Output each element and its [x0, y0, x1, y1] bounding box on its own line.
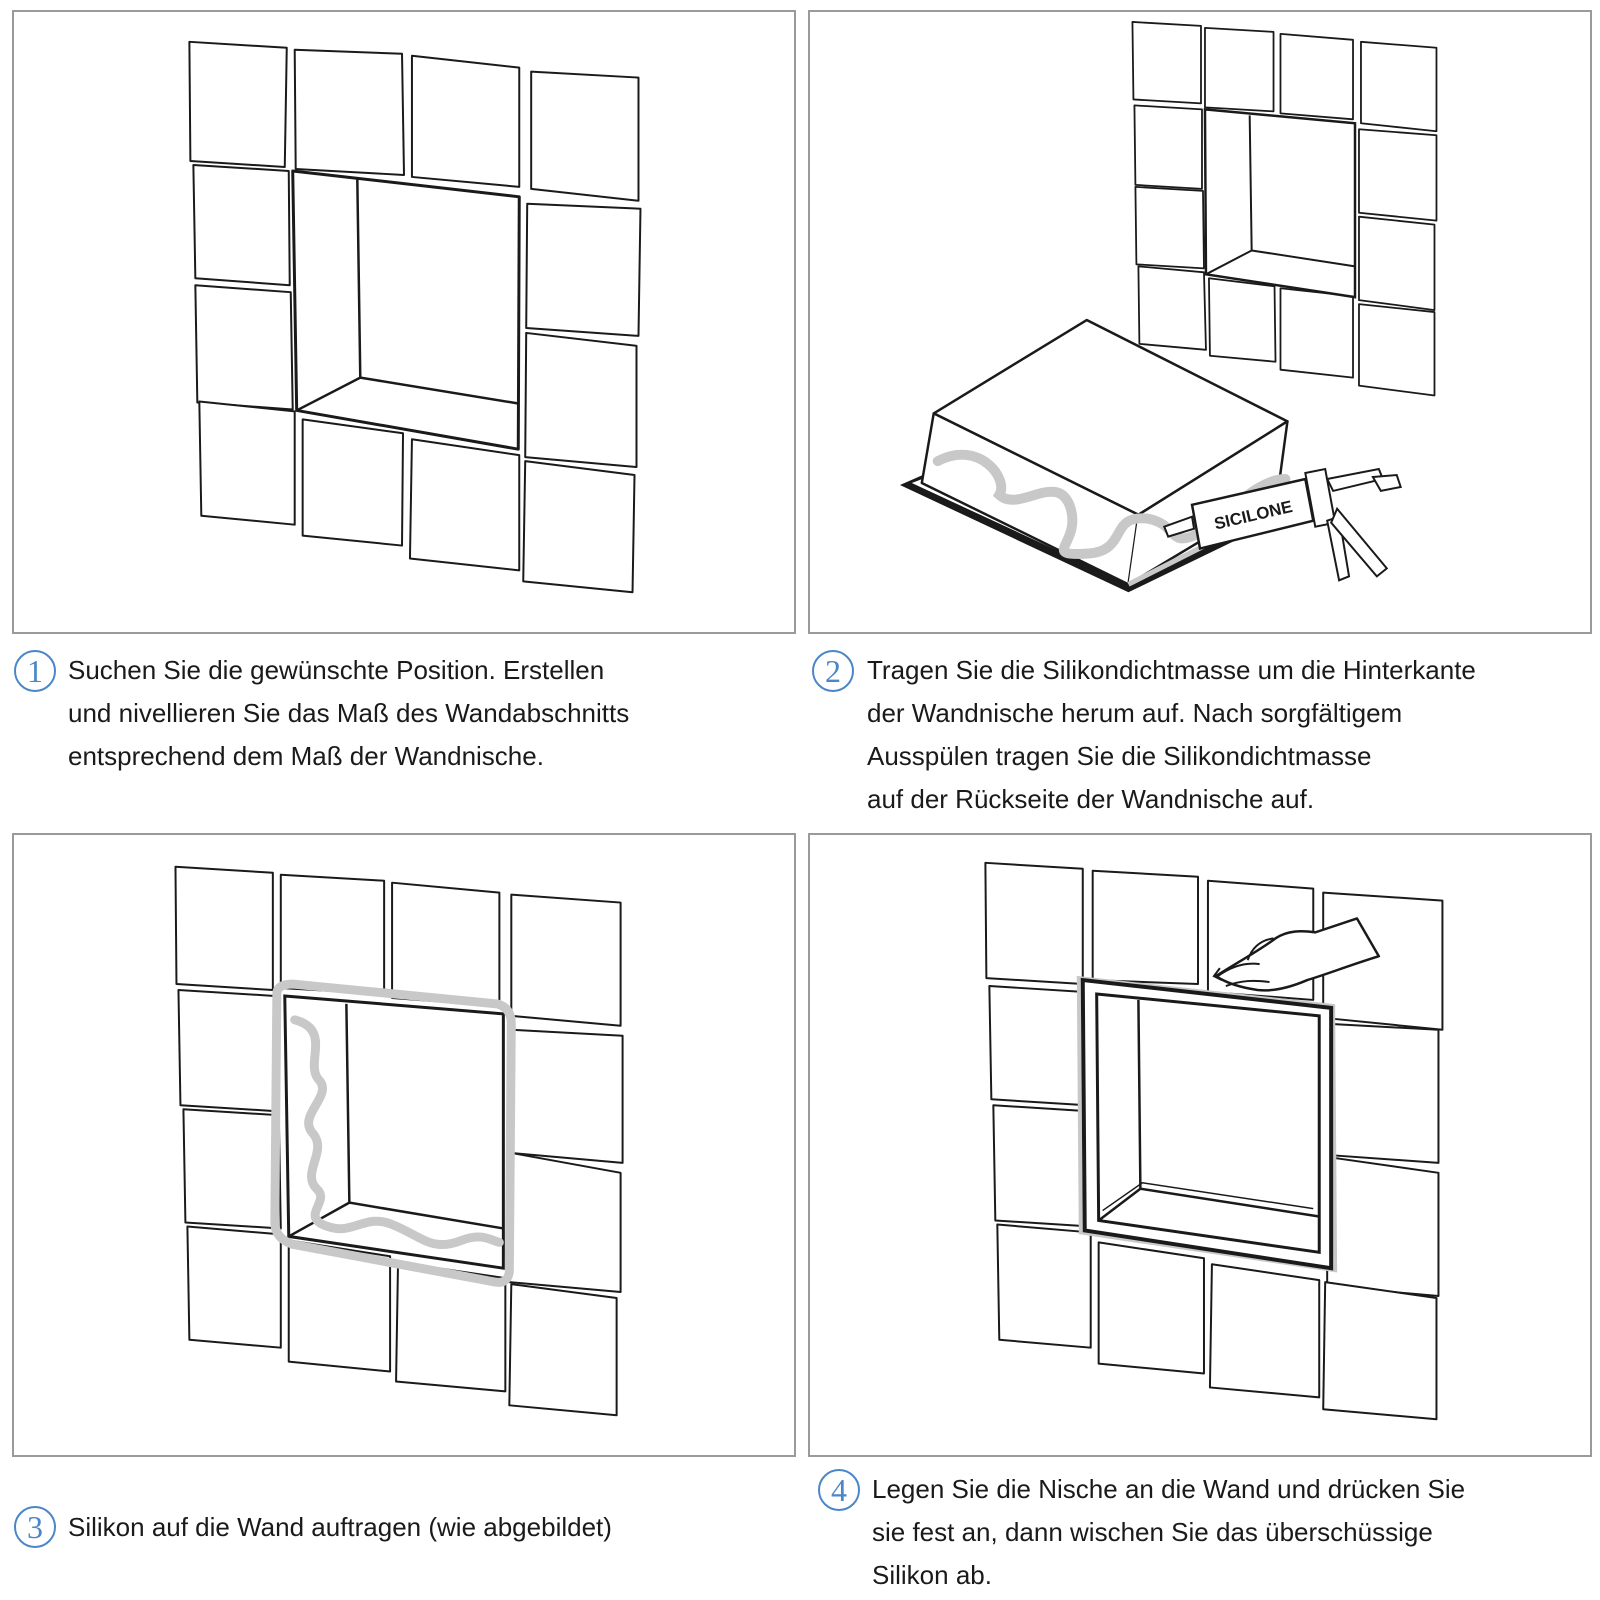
- step-description: Tragen Sie die Silikondichtmasse um die …: [867, 655, 1476, 814]
- tile: [287, 1239, 392, 1373]
- tile: [524, 331, 638, 469]
- tile: [279, 873, 386, 995]
- tile: [1279, 32, 1354, 121]
- tile: [408, 438, 521, 572]
- step-4-illustration: [808, 833, 1592, 1457]
- step-number-badge: 3: [14, 1506, 56, 1548]
- tile: [530, 70, 640, 202]
- tile: [1131, 21, 1202, 105]
- tile: [1358, 303, 1436, 397]
- step-number-badge: 1: [14, 650, 56, 692]
- tile: [1091, 869, 1200, 986]
- tile: [992, 1104, 1092, 1228]
- tiled-wall-with-niche-drawing: [188, 40, 642, 594]
- tile: [186, 1225, 282, 1349]
- tile: [1137, 265, 1207, 351]
- niche-opening: [283, 994, 505, 1270]
- caulk-gun-icon: SICILONE: [1162, 467, 1403, 582]
- tile: [1134, 185, 1205, 270]
- silicone-bead: [290, 1015, 504, 1249]
- tile: [174, 865, 274, 991]
- step-1-illustration: [12, 10, 796, 634]
- tile: [1326, 1022, 1440, 1164]
- tile: [984, 861, 1084, 986]
- tile: [1204, 27, 1275, 113]
- tile: [188, 40, 288, 168]
- niche-silicone-application-drawing: SICILONE: [899, 21, 1438, 593]
- tile: [1133, 104, 1203, 190]
- tile: [1322, 1281, 1438, 1421]
- tile: [391, 881, 501, 1007]
- tile: [996, 1223, 1092, 1349]
- silicone-border: [270, 979, 516, 1287]
- step-2-illustration: SICILONE: [808, 10, 1592, 634]
- tile: [525, 202, 642, 337]
- tile: [410, 54, 521, 188]
- tile: [508, 1283, 618, 1417]
- tile: [510, 1028, 624, 1164]
- tile: [293, 48, 405, 176]
- tile: [1360, 40, 1438, 133]
- wall-silicone-drawing: [174, 865, 624, 1417]
- tile: [1358, 215, 1436, 311]
- step-number-badge: 2: [812, 650, 854, 692]
- step-description: Suchen Sie die gewünschte Position. Erst…: [68, 655, 630, 771]
- tile: [198, 400, 296, 526]
- tile: [1326, 1155, 1440, 1298]
- tile: [522, 460, 636, 594]
- tile: [1208, 1263, 1321, 1399]
- tile: [177, 989, 278, 1113]
- tile: [301, 418, 404, 547]
- niche-corner-line: [296, 376, 361, 412]
- step-description: Silikon auf die Wand auftragen (wie abge…: [68, 1512, 612, 1542]
- tile: [1358, 128, 1438, 222]
- niche-opening: [291, 169, 521, 451]
- tile: [1279, 287, 1354, 379]
- step-3-illustration: [12, 833, 796, 1457]
- tile: [988, 985, 1088, 1107]
- tile: [182, 1108, 282, 1230]
- step-description: Legen Sie die Nische an die Wand und drü…: [872, 1474, 1466, 1590]
- small-niche-opening: [1203, 108, 1357, 299]
- tile: [508, 1151, 622, 1294]
- installed-niche-drawing: [984, 861, 1444, 1421]
- tile: [510, 893, 622, 1027]
- hand-icon: [1212, 917, 1381, 992]
- step-number-badge: 4: [818, 1469, 860, 1511]
- tile: [192, 164, 291, 287]
- tile: [1208, 277, 1277, 363]
- tile: [194, 284, 294, 411]
- niche-frame-inner: [1095, 992, 1321, 1255]
- tile: [1097, 1241, 1205, 1375]
